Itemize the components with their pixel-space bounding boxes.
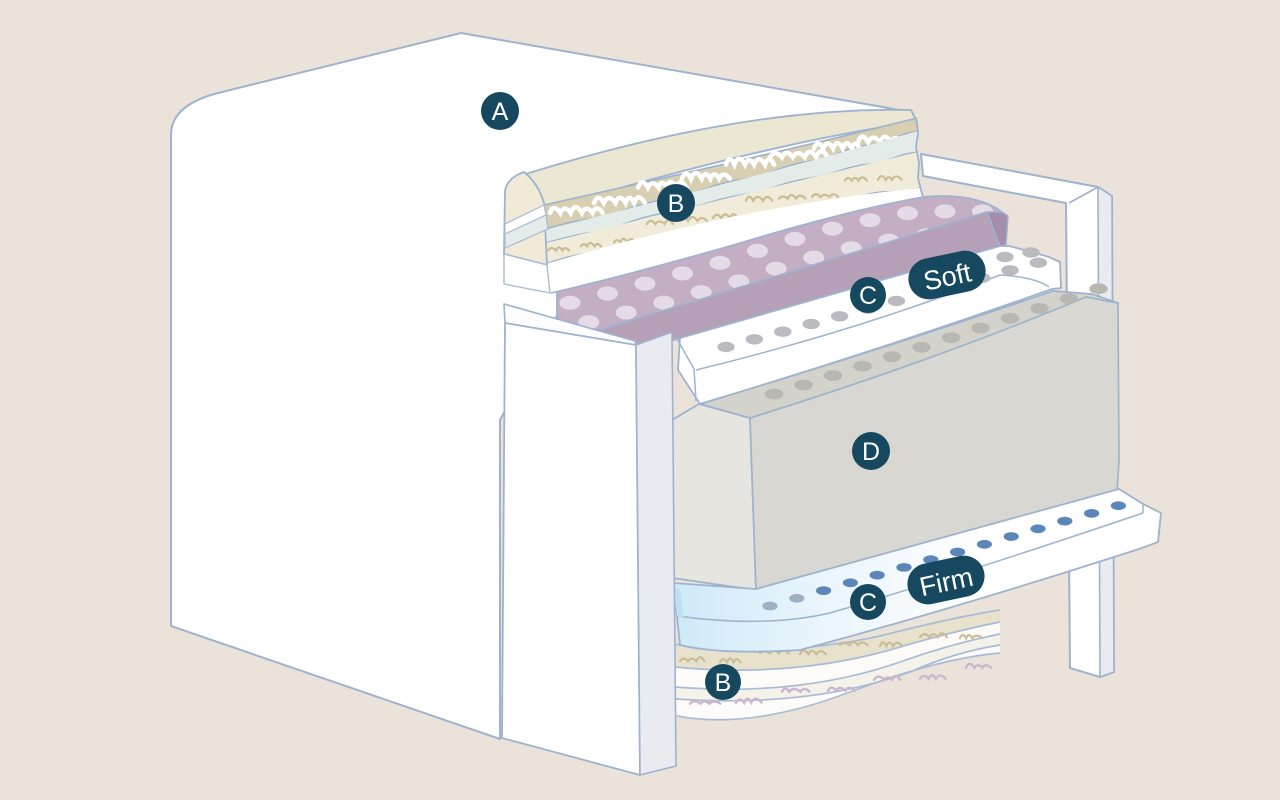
svg-text:C: C bbox=[859, 589, 877, 617]
svg-text:C: C bbox=[859, 282, 877, 310]
svg-text:B: B bbox=[668, 190, 685, 218]
svg-text:A: A bbox=[492, 98, 509, 126]
svg-text:D: D bbox=[862, 438, 880, 466]
svg-text:B: B bbox=[715, 669, 732, 697]
